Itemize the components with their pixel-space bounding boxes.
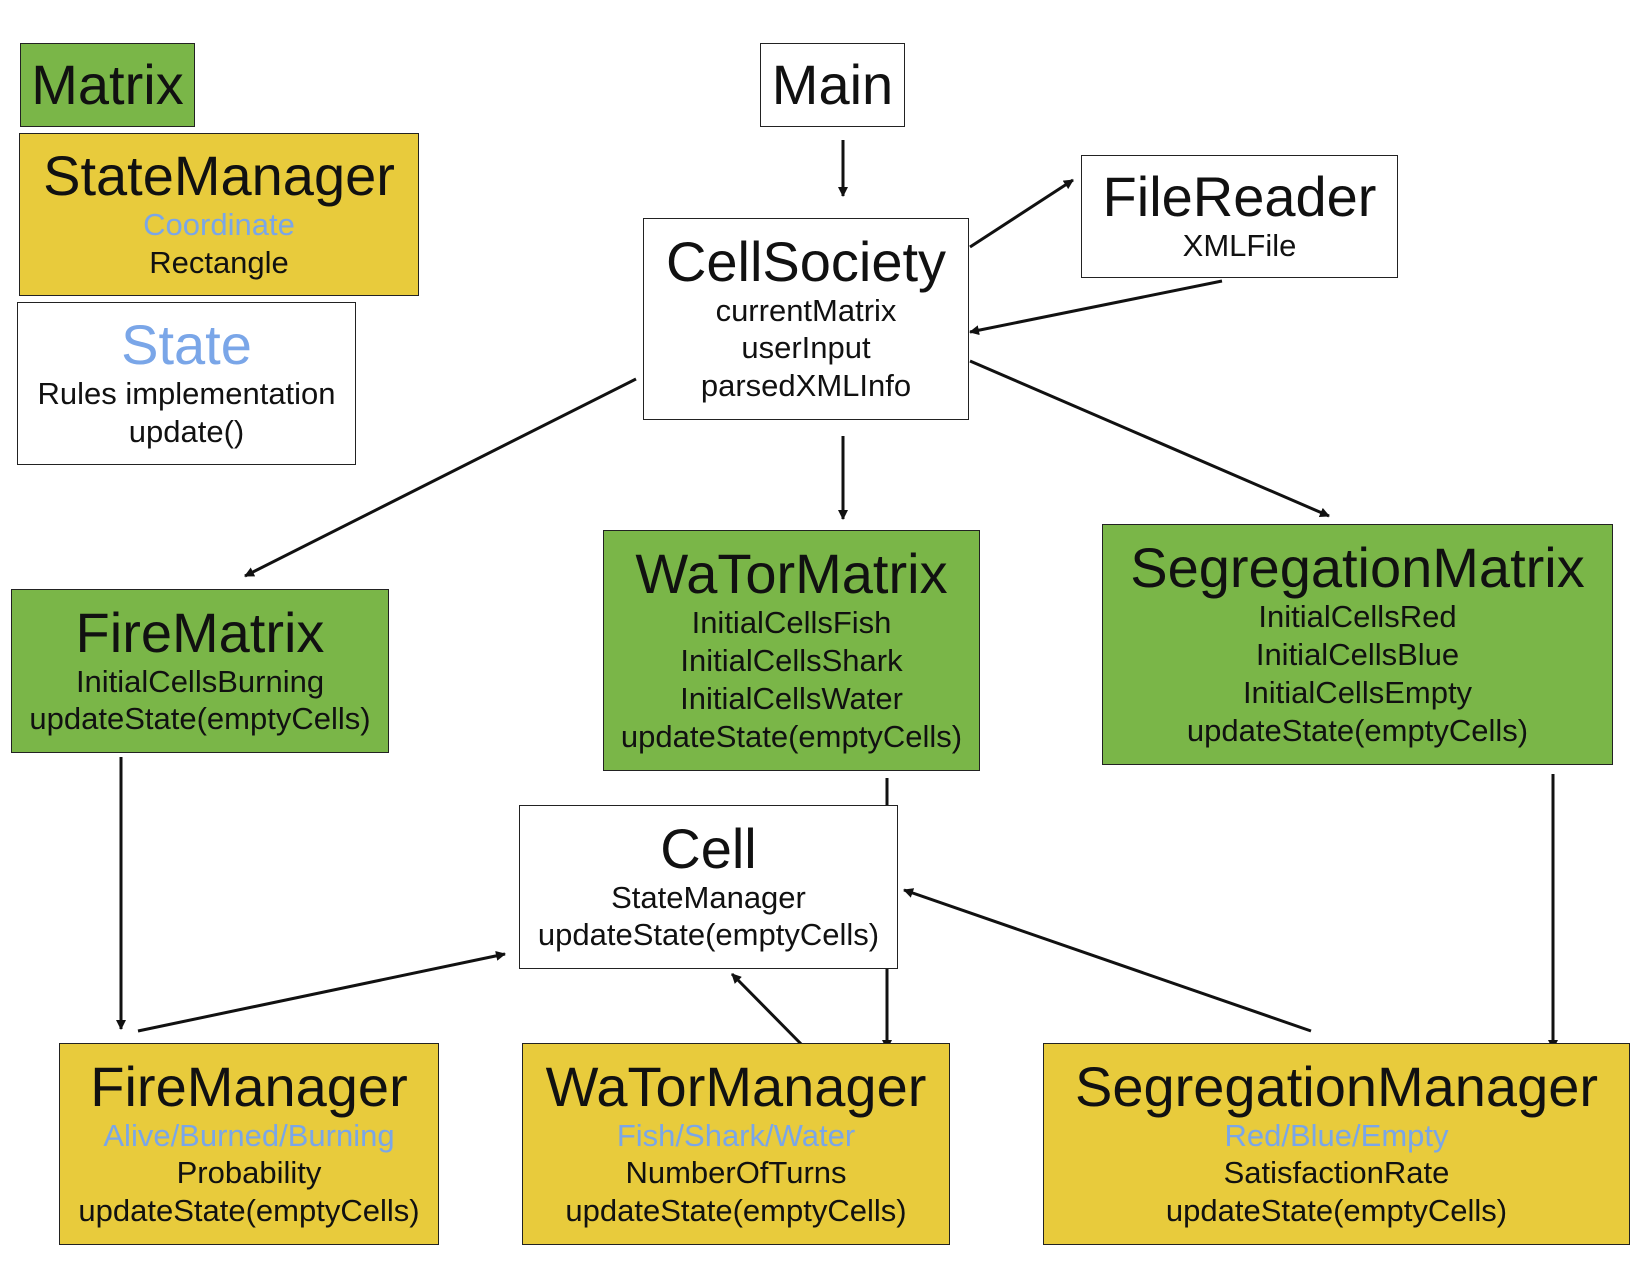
node-segregation-matrix-attr: updateState(emptyCells) [1186, 712, 1529, 748]
node-fire-matrix-title: FireMatrix [75, 600, 325, 664]
node-segregation-manager-attr: SatisfactionRate [1223, 1155, 1450, 1191]
node-segregation-matrix-attr: InitialCellsEmpty [1242, 674, 1473, 710]
node-cell-title: Cell [660, 816, 757, 880]
node-fire-manager-title: FireManager [90, 1054, 408, 1118]
legend-state: State Rules implementation update() [17, 302, 356, 465]
node-cell-society-attr: currentMatrix [715, 292, 897, 328]
node-fire-matrix-attr: updateState(emptyCells) [29, 701, 371, 737]
node-segregation-manager-attr: updateState(emptyCells) [1165, 1193, 1508, 1229]
node-wator-manager-states: Fish/Shark/Water [616, 1117, 856, 1153]
node-segregation-manager-states: Red/Blue/Empty [1224, 1117, 1449, 1153]
node-fire-matrix-attr: InitialCellsBurning [75, 663, 325, 699]
node-segregation-matrix-attr: InitialCellsRed [1258, 599, 1457, 635]
node-segregation-manager-title: SegregationManager [1074, 1054, 1599, 1118]
node-wator-matrix: WaTorMatrix InitialCellsFish InitialCell… [603, 530, 980, 771]
node-main: Main [760, 43, 905, 127]
node-wator-manager: WaTorManager Fish/Shark/Water NumberOfTu… [522, 1043, 950, 1245]
node-file-reader-title: FileReader [1102, 165, 1377, 229]
arrow-cellsociety-to-filereader [969, 178, 1074, 249]
node-file-reader: FileReader XMLFile [1081, 155, 1398, 278]
node-fire-manager: FireManager Alive/Burned/Burning Probabi… [59, 1043, 439, 1245]
node-cell-society-attr: parsedXMLInfo [700, 368, 912, 404]
arrow-watormanager-to-cell [730, 972, 810, 1053]
node-wator-matrix-attr: InitialCellsFish [691, 605, 892, 641]
node-cell: Cell StateManager updateState(emptyCells… [519, 805, 898, 969]
node-wator-matrix-attr: InitialCellsShark [680, 643, 903, 679]
legend-state-update: update() [128, 413, 245, 449]
arrow-cellsociety-to-segregationmatrix [969, 359, 1330, 518]
node-wator-manager-attr: NumberOfTurns [625, 1155, 847, 1191]
node-cell-attr: updateState(emptyCells) [537, 917, 880, 953]
node-cell-society: CellSociety currentMatrix userInput pars… [643, 218, 969, 420]
node-segregation-manager: SegregationManager Red/Blue/Empty Satisf… [1043, 1043, 1630, 1245]
legend-state-rules: Rules implementation [37, 376, 336, 412]
node-cell-society-attr: userInput [741, 330, 871, 366]
node-main-title: Main [771, 52, 894, 116]
arrow-firemanager-to-cell [137, 950, 506, 1033]
node-file-reader-attr: XMLFile [1182, 227, 1297, 263]
legend-matrix-title: Matrix [31, 52, 184, 116]
node-wator-matrix-attr: updateState(emptyCells) [620, 718, 963, 754]
node-wator-matrix-attr: InitialCellsWater [680, 680, 903, 716]
legend-state-manager-coordinate: Coordinate [143, 207, 295, 243]
node-wator-manager-title: WaTorManager [545, 1054, 927, 1118]
arrow-filereader-to-cellsociety [969, 279, 1223, 336]
node-segregation-matrix-attr: InitialCellsBlue [1255, 637, 1460, 673]
legend-state-title: State [121, 313, 252, 377]
legend-matrix: Matrix [20, 43, 195, 127]
node-fire-manager-attr: updateState(emptyCells) [78, 1193, 420, 1229]
node-cell-society-title: CellSociety [665, 229, 947, 293]
legend-state-manager-title: StateManager [43, 144, 395, 208]
legend-state-manager: StateManager Coordinate Rectangle [19, 133, 419, 296]
node-fire-manager-attr: Probability [176, 1155, 322, 1191]
node-wator-matrix-title: WaTorMatrix [635, 542, 948, 606]
node-cell-attr: StateManager [611, 879, 806, 915]
legend-state-manager-rectangle: Rectangle [149, 244, 289, 280]
node-segregation-matrix: SegregationMatrix InitialCellsRed Initia… [1102, 524, 1613, 765]
node-fire-manager-states: Alive/Burned/Burning [103, 1117, 395, 1153]
arrow-segregationmanager-to-cell [903, 888, 1312, 1033]
node-wator-manager-attr: updateState(emptyCells) [565, 1193, 907, 1229]
node-segregation-matrix-title: SegregationMatrix [1130, 536, 1585, 600]
node-fire-matrix: FireMatrix InitialCellsBurning updateSta… [11, 589, 389, 753]
